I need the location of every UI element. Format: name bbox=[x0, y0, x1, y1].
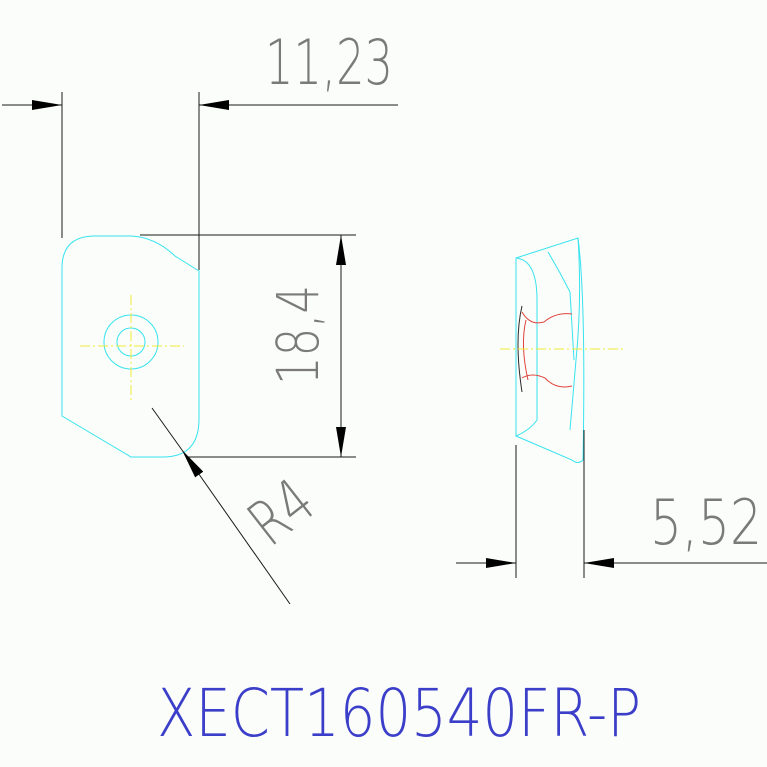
side-view-cutting-edge bbox=[521, 311, 573, 388]
width-dimension bbox=[2, 92, 398, 270]
side-outline-edge-right bbox=[547, 251, 575, 361]
radius-leader-line bbox=[181, 449, 291, 605]
thickness-dimension-label: 5,52 bbox=[650, 486, 762, 559]
top-view-centerlines bbox=[80, 295, 184, 400]
part-code-title: XECT160540FR-P bbox=[157, 675, 641, 752]
insert-outline bbox=[61, 235, 200, 458]
insert-side-view bbox=[515, 237, 585, 463]
thickness-dimension bbox=[456, 430, 767, 578]
side-outline-edge-back bbox=[569, 237, 581, 431]
side-outline-outer bbox=[515, 237, 585, 463]
side-outline-inner-left bbox=[515, 257, 538, 437]
mounting-hole-outer bbox=[103, 314, 159, 370]
height-dimension-label: 18,4 bbox=[264, 285, 332, 385]
side-view-dark-edge bbox=[517, 305, 523, 393]
width-dimension-label: 11,23 bbox=[265, 26, 393, 99]
radius-leader-tail bbox=[151, 407, 183, 451]
height-dimension bbox=[140, 234, 356, 458]
